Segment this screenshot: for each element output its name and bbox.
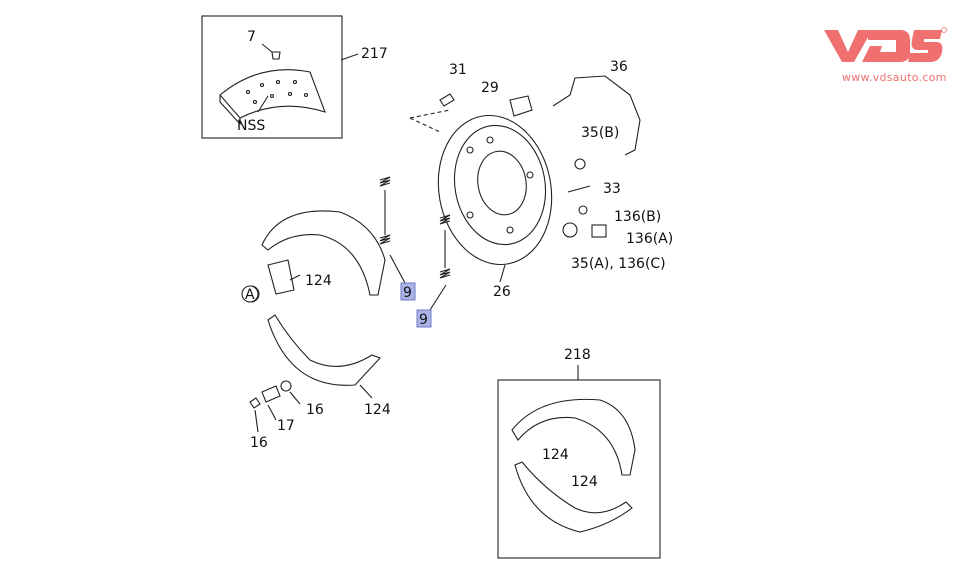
callout-136a[interactable]: 136(A) bbox=[626, 231, 673, 247]
callout-124[interactable]: 124 bbox=[305, 273, 332, 289]
callout-9[interactable]: 9 bbox=[403, 285, 412, 301]
callout-16[interactable]: 16 bbox=[250, 435, 268, 451]
brake-lining-drawing bbox=[219, 51, 326, 126]
kit-217-box bbox=[201, 15, 343, 139]
callout-136b[interactable]: 136(B) bbox=[614, 209, 661, 225]
callout-33[interactable]: 33 bbox=[603, 181, 621, 197]
callout-9-highlight[interactable] bbox=[400, 282, 416, 301]
kit-shoe-lower-drawing bbox=[514, 461, 633, 533]
callout-29[interactable]: 29 bbox=[481, 80, 499, 96]
callout-9[interactable]: 9 bbox=[419, 312, 428, 328]
callout-124[interactable]: 124 bbox=[542, 447, 569, 463]
callout-16[interactable]: 16 bbox=[306, 402, 324, 418]
callout-124[interactable]: 124 bbox=[364, 402, 391, 418]
callout-26[interactable]: 26 bbox=[493, 284, 511, 300]
callout-218[interactable]: 218 bbox=[564, 347, 591, 363]
callout-35b[interactable]: 35(B) bbox=[581, 125, 619, 141]
callout-35a-136c[interactable]: 35(A), 136(C) bbox=[571, 256, 666, 272]
callout-36[interactable]: 36 bbox=[610, 59, 628, 75]
callout-124[interactable]: 124 bbox=[571, 474, 598, 490]
brake-shoe-lower-drawing bbox=[249, 314, 381, 409]
callout-217[interactable]: 217 bbox=[361, 46, 388, 62]
vds-logo-mark bbox=[824, 27, 947, 62]
reference-a-label: A bbox=[245, 287, 255, 303]
callout-17[interactable]: 17 bbox=[277, 418, 295, 434]
kit-218-box bbox=[497, 379, 661, 559]
callout-nss: NSS bbox=[237, 118, 265, 134]
reference-a-circle bbox=[241, 285, 259, 303]
vds-website: www.vdsauto.com bbox=[842, 71, 947, 84]
callout-7[interactable]: 7 bbox=[247, 29, 256, 45]
callout-9-highlight[interactable] bbox=[416, 309, 432, 328]
spring-drawing bbox=[379, 176, 451, 279]
callout-31[interactable]: 31 bbox=[449, 62, 467, 78]
kit-shoe-upper-drawing bbox=[511, 398, 636, 476]
backing-plate-drawing bbox=[437, 114, 553, 266]
